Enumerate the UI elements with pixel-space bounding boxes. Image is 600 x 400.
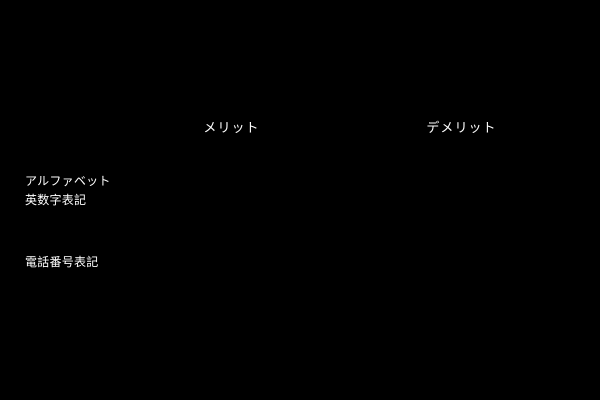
header-cell-corner (17, 103, 124, 155)
table-row: 電話番号表記 (17, 227, 584, 297)
header-cell-demerit: デメリット (339, 103, 584, 155)
header-label-demerit: デメリット (426, 120, 497, 136)
row-label-alphabet: アルファベット 英数字表記 (17, 155, 124, 227)
row-label-telephone: 電話番号表記 (17, 227, 124, 297)
row-label-line1: 電話番号表記 (25, 254, 99, 269)
table-row: アルファベット 英数字表記 (17, 155, 584, 227)
cell-alphabet-merit (124, 155, 339, 227)
cell-telephone-demerit (339, 227, 584, 297)
row-label-line1: アルファベット (25, 174, 111, 189)
header-label-merit: メリット (203, 120, 260, 136)
cell-alphabet-demerit (339, 155, 584, 227)
row-label-line2: 英数字表記 (25, 193, 87, 207)
table-header-row: メリット デメリット (17, 103, 584, 155)
header-cell-merit: メリット (124, 103, 339, 155)
comparison-table: メリット デメリット アルファベット 英数字表記 (17, 103, 584, 297)
cell-telephone-merit (124, 227, 339, 297)
